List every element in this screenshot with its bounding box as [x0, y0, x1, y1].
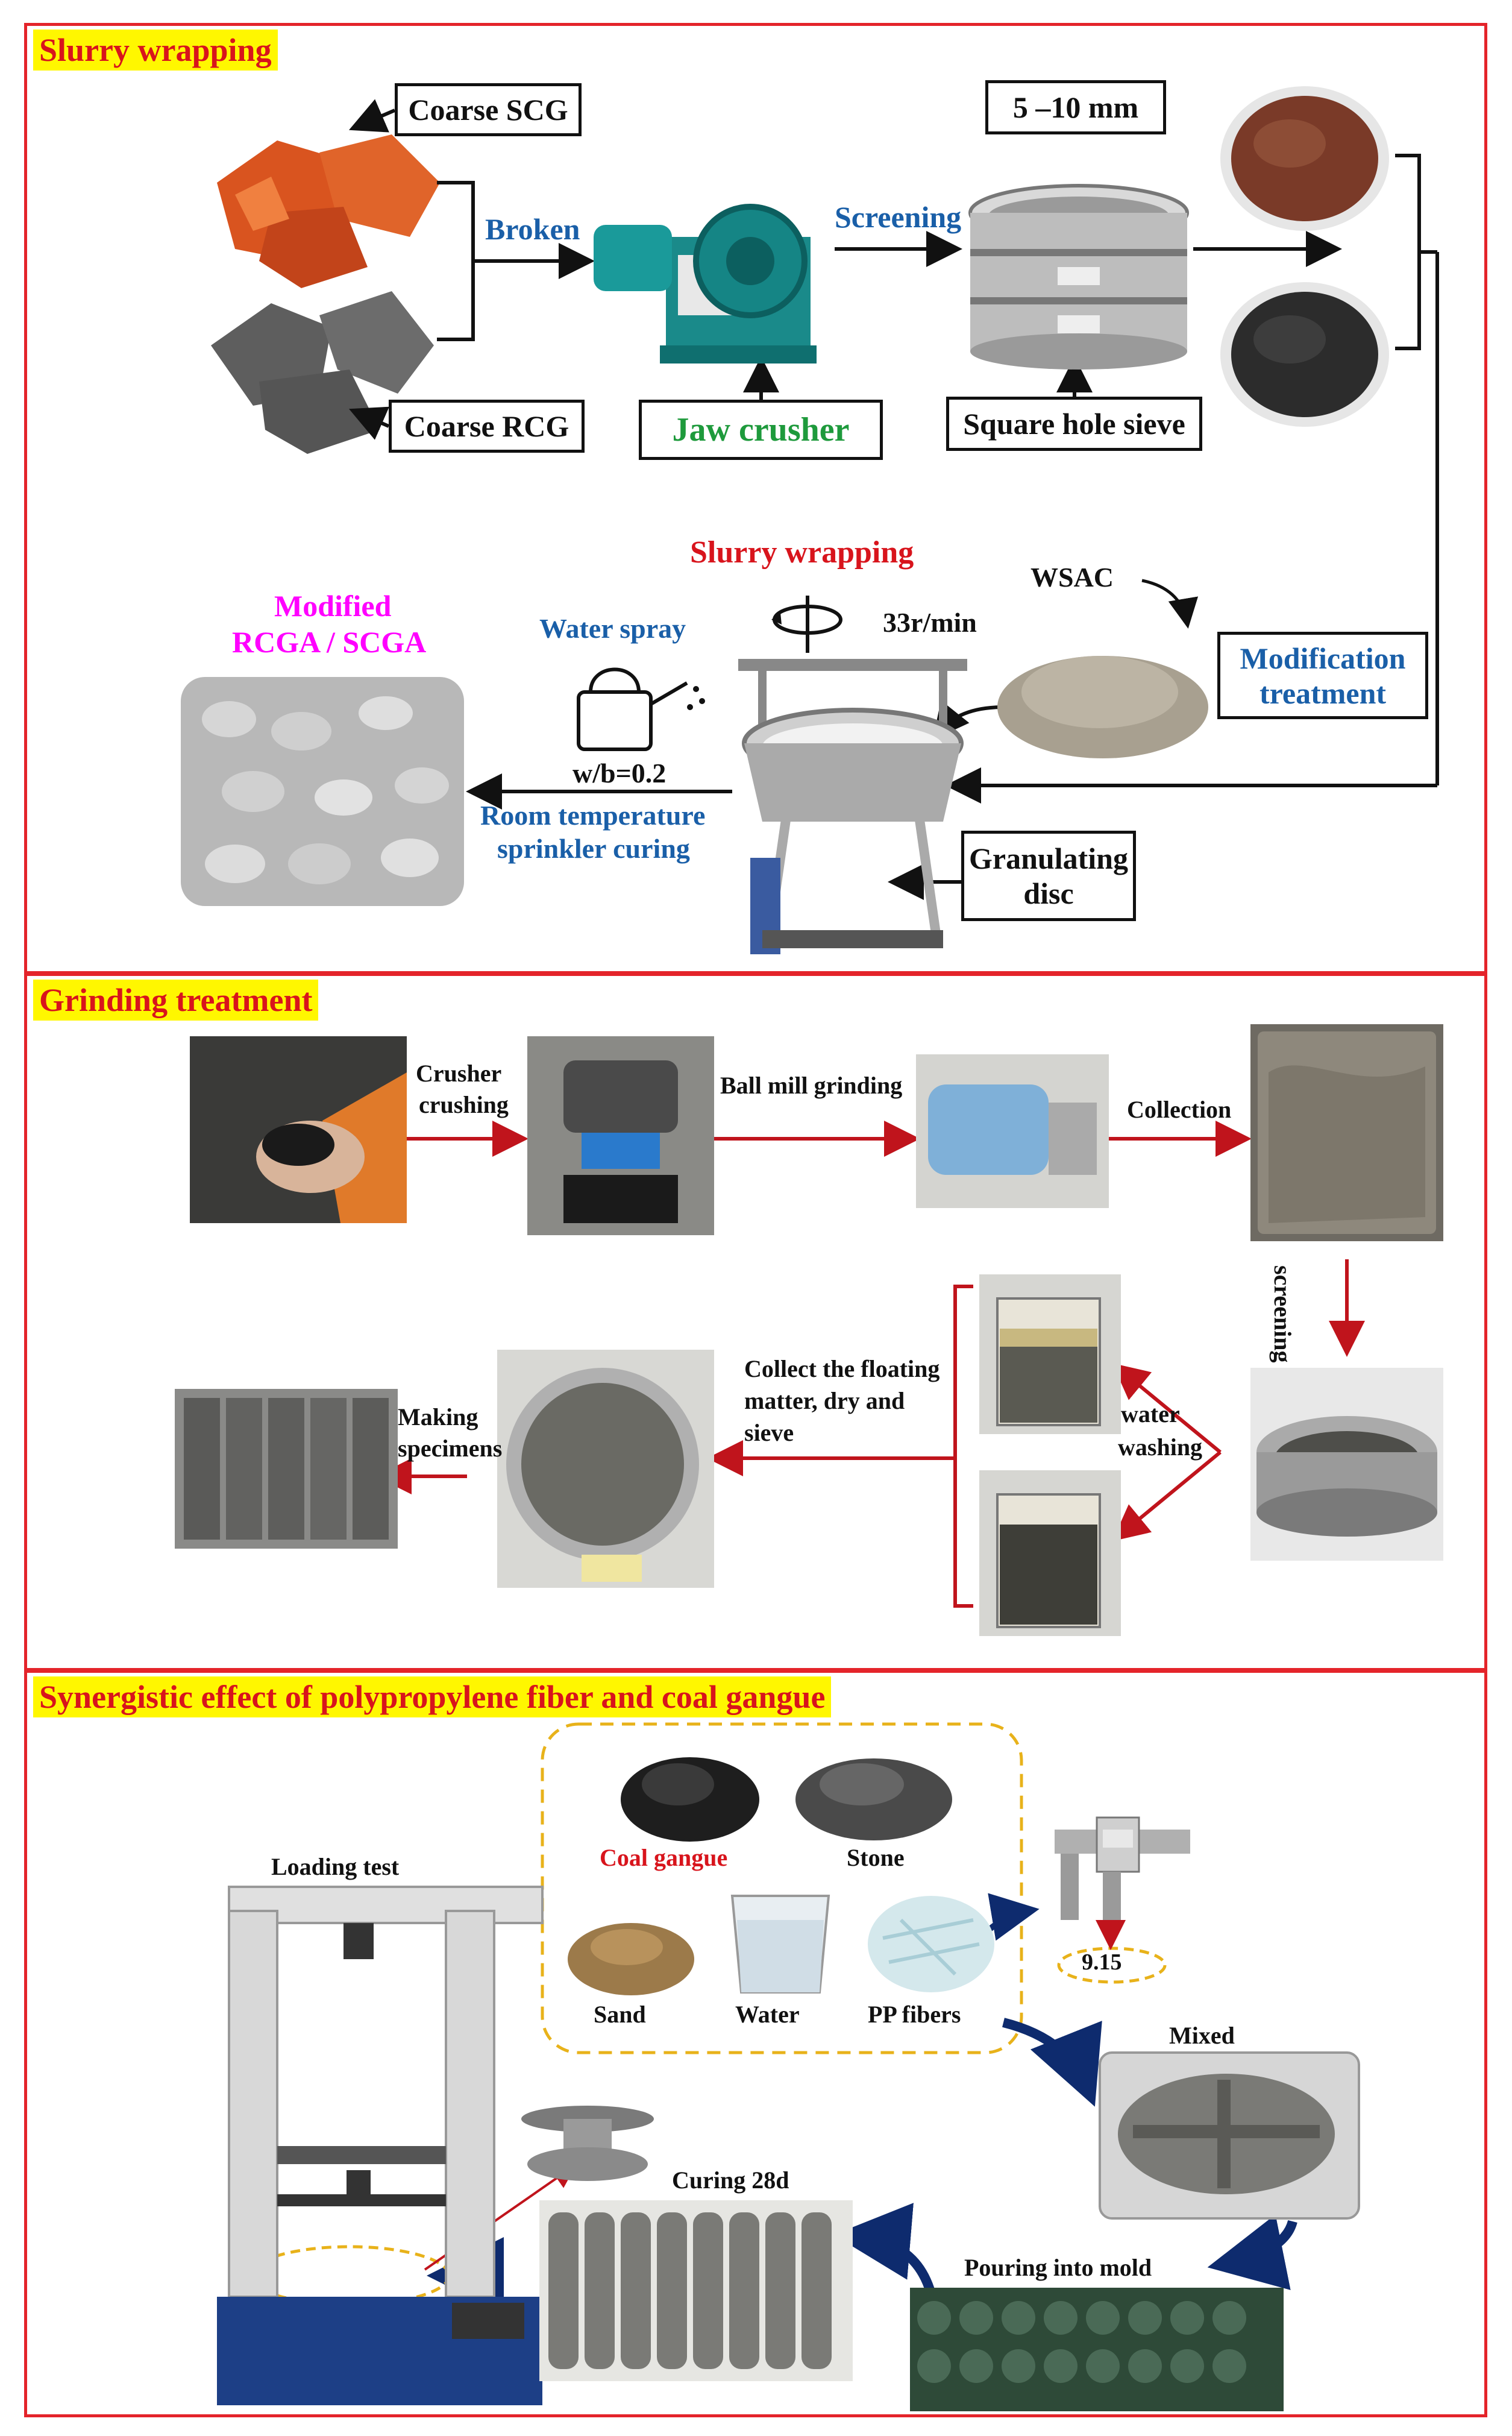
loading-machine-image [217, 1886, 544, 2405]
modification-label-1: Modification [1240, 641, 1406, 675]
curing-label-1: Room temperature [480, 800, 706, 831]
panel-synergistic-effect: Synergistic effect of polypropylene fibe… [24, 1670, 1487, 2417]
specimens-image [175, 1389, 398, 1549]
square-hole-sieve-box: Square hole sieve [946, 397, 1202, 451]
curing-label-2: sprinkler curing [497, 833, 690, 864]
caliper-image [1055, 1816, 1190, 1920]
jaw-crusher-image [594, 204, 817, 364]
panel2-arrows [375, 1121, 1365, 1608]
collection-label: Collection [1127, 1096, 1232, 1123]
wsac-powder-image [997, 656, 1208, 758]
sand-label: Sand [594, 2001, 646, 2028]
collect-label-2: matter, dry and [744, 1387, 905, 1414]
screening-label: Screening [835, 200, 962, 234]
stone-label: Stone [847, 1844, 905, 1871]
slurry-wrapping-label: Slurry wrapping [690, 535, 914, 570]
coal-gangue-image [621, 1757, 759, 1842]
floating-matter-image [497, 1350, 714, 1588]
sieve-powder-image [1250, 1368, 1443, 1561]
coarse-scg-label: Coarse SCG [408, 93, 568, 127]
coarse-rcg-box: Coarse RCG [389, 400, 585, 453]
size-range-label: 5 –10 mm [1012, 90, 1139, 124]
scg-aggregate-image [1220, 86, 1389, 231]
watering-can-icon [577, 667, 705, 751]
water-washing-label-1: water [1121, 1400, 1180, 1427]
panel-title: Grinding treatment [33, 980, 319, 1021]
mixer-image [1099, 2051, 1360, 2220]
panel-grinding-treatment: Grinding treatment Crusher crushing Ball… [24, 973, 1487, 1671]
granulating-disc-box: Granulating disc [961, 831, 1136, 921]
crusher-label-1: Crusher [416, 1060, 502, 1087]
making-label-2: specimens [398, 1435, 503, 1462]
wb-ratio-label: w/b=0.2 [572, 758, 667, 788]
broken-label: Broken [485, 212, 580, 246]
stone-image [795, 1758, 952, 1840]
mold-image [910, 2288, 1284, 2411]
speed-label: 33r/min [883, 607, 977, 638]
granulating-label-2: disc [1023, 877, 1074, 910]
panel-title: Slurry wrapping [33, 30, 278, 71]
sand-image [568, 1923, 694, 1995]
water-washing-label-2: washing [1118, 1434, 1203, 1461]
coarse-rcg-label: Coarse RCG [404, 409, 569, 443]
collect-label-1: Collect the floating [744, 1355, 940, 1382]
beaker-top-image [979, 1274, 1121, 1434]
granulating-label-1: Granulating [969, 842, 1128, 875]
granulating-disc-image [738, 659, 967, 954]
jaw-crusher-label: Jaw crusher [672, 411, 850, 448]
square-hole-sieve-label: Square hole sieve [963, 407, 1185, 441]
coarse-scg-image [217, 134, 440, 288]
collected-powder-image [1250, 1024, 1443, 1241]
jaw-crusher-box: Jaw crusher [639, 400, 883, 460]
crusher-machine-image [527, 1036, 714, 1235]
rcg-aggregate-image [1220, 282, 1389, 427]
panel-slurry-wrapping: Slurry wrapping Coarse SCG Coarse RCG [24, 23, 1487, 974]
water-beaker-image [730, 1895, 830, 1994]
curing-label: Curing 28d [672, 2167, 789, 2194]
square-hole-sieve-image [968, 184, 1189, 370]
water-spray-label: Water spray [539, 613, 686, 644]
curing-specimens-image [539, 2200, 853, 2381]
ball-mill-label: Ball mill grinding [720, 1072, 903, 1099]
specimen-pedestal-image [521, 2106, 654, 2181]
modified-label-2: RCGA / SCGA [232, 625, 427, 659]
panel1-connectors [348, 99, 1439, 900]
modified-aggregate-image [181, 677, 464, 906]
wsac-label: WSAC [1030, 562, 1114, 593]
making-label-1: Making [398, 1403, 478, 1430]
loading-test-label: Loading test [271, 1853, 400, 1880]
modification-label-2: treatment [1259, 676, 1387, 710]
size-range-box: 5 –10 mm [985, 80, 1166, 134]
crusher-label-2: crushing [419, 1091, 509, 1118]
coal-gangue-label: Coal gangue [600, 1844, 728, 1871]
coarse-scg-box: Coarse SCG [395, 83, 582, 136]
water-label: Water [735, 2001, 800, 2028]
coal-hand-image [190, 1036, 407, 1223]
pouring-label: Pouring into mold [964, 2254, 1152, 2281]
collect-label-3: sieve [744, 1419, 794, 1446]
caliper-value-label: 9.15 [1082, 1950, 1122, 1975]
beaker-bottom-image [979, 1470, 1121, 1636]
rotation-icon [771, 596, 842, 653]
mixed-label: Mixed [1169, 2022, 1235, 2049]
pp-fibers-label: PP fibers [868, 2001, 961, 2028]
ball-mill-image [916, 1054, 1109, 1208]
pp-fibers-image [868, 1896, 994, 1992]
screening-vertical-label: screening [1269, 1265, 1296, 1363]
modification-treatment-box: Modification treatment [1217, 632, 1428, 719]
panel-title: Synergistic effect of polypropylene fibe… [33, 1676, 832, 1717]
modified-label-1: Modified [274, 589, 392, 623]
